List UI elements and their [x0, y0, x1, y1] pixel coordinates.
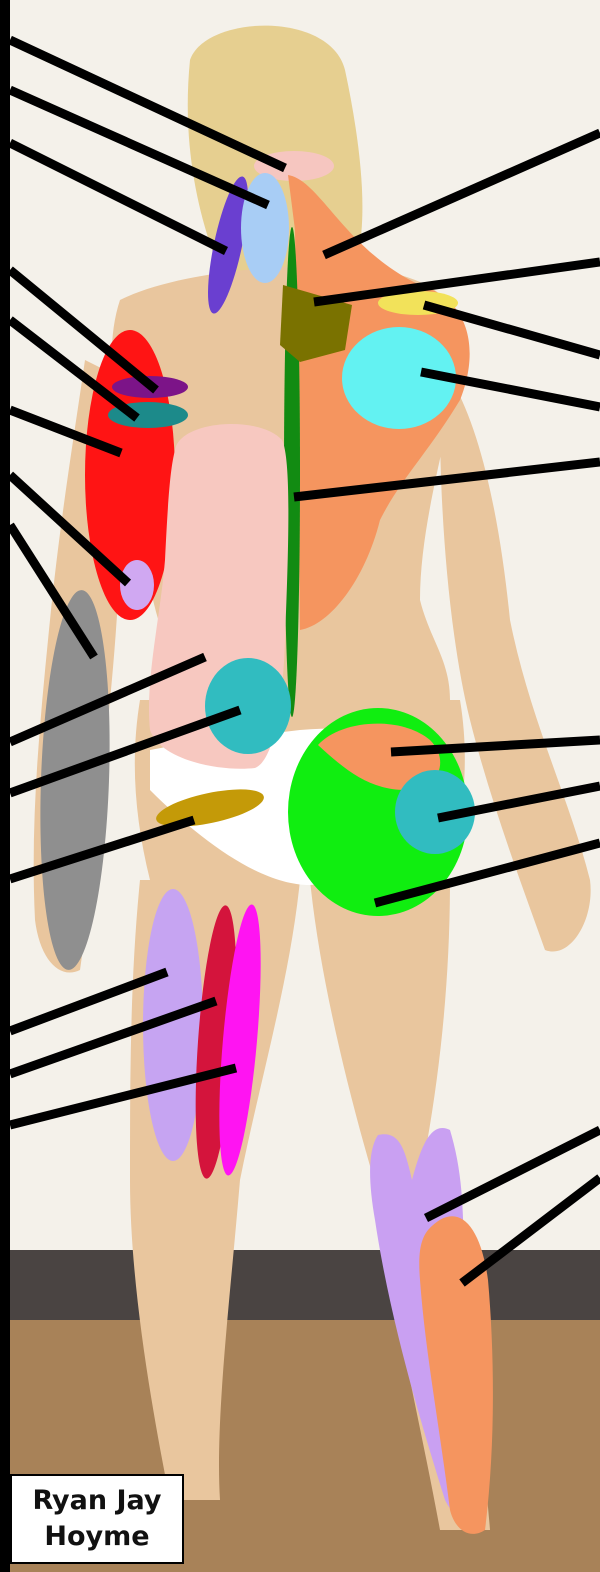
author-credit-line2: Hoyme [44, 1519, 149, 1555]
frame-left-border [0, 0, 10, 1572]
lower-back-teal-muscle [205, 658, 291, 754]
baseboard [0, 1250, 600, 1320]
author-credit-box: Ryan Jay Hoyme [10, 1474, 184, 1564]
neck-blue-muscle [241, 173, 289, 283]
author-credit-line1: Ryan Jay [32, 1483, 161, 1519]
